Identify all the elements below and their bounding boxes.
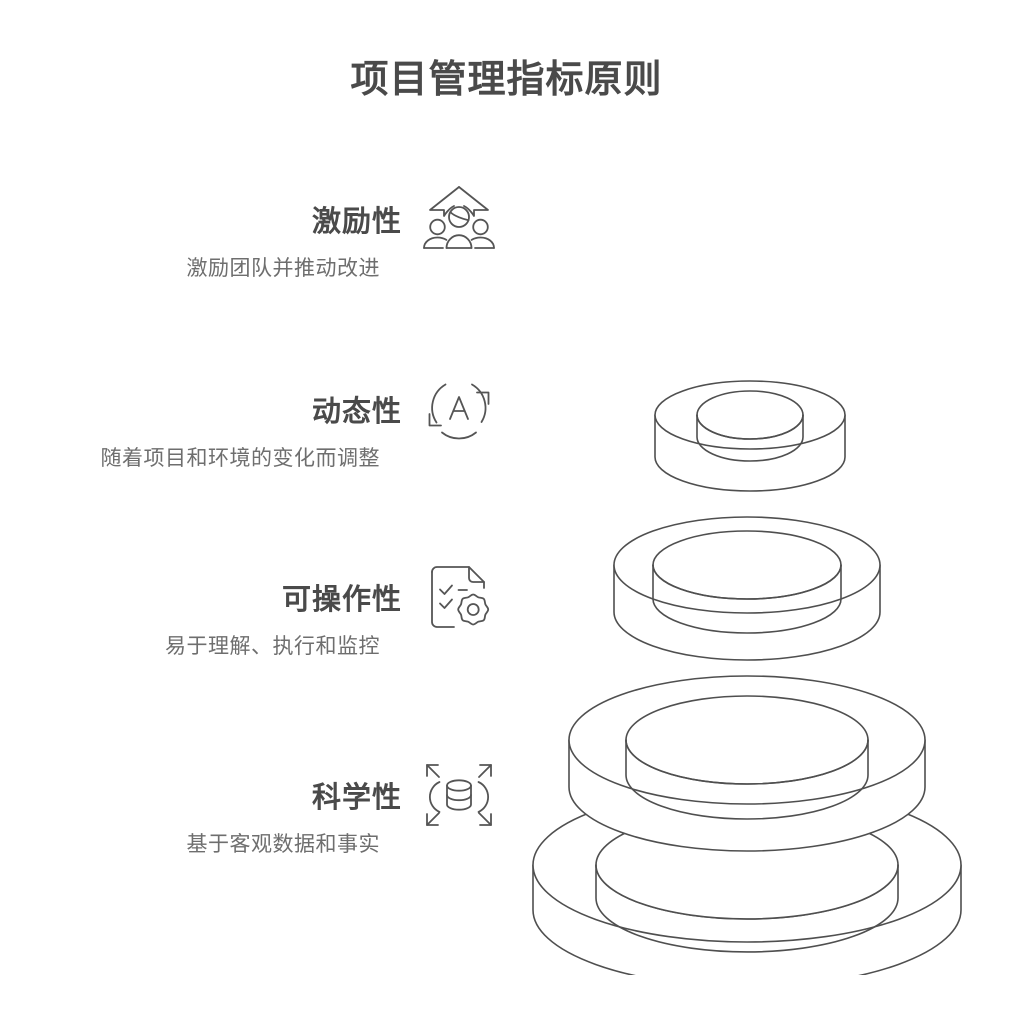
principle-description-1: 随着项目和环境的变化而调整 xyxy=(100,447,380,470)
principle-heading-0: 激励性 xyxy=(311,206,402,238)
principle-heading-1: 动态性 xyxy=(311,396,402,428)
principle-item-0[interactable]: 激励性 激励团队并推动改进 xyxy=(0,182,510,312)
ring-layer-1 xyxy=(654,380,846,492)
database-expand-icon xyxy=(426,764,492,826)
principle-heading-2: 可操作性 xyxy=(281,584,402,616)
page-title: 项目管理指标原则 xyxy=(350,59,663,101)
checklist-gear-icon xyxy=(431,566,490,628)
principle-description-0: 激励团队并推动改进 xyxy=(186,257,380,280)
stacked-rings-diagram xyxy=(500,175,1000,975)
principle-item-1[interactable]: 动态性 随着项目和环境的变化而调整 xyxy=(0,372,510,502)
ring-layer-3 xyxy=(568,675,926,852)
principle-heading-row: 激励性 xyxy=(0,182,510,256)
principle-heading-row: 科学性 xyxy=(0,758,510,832)
refresh-cycle-a-icon xyxy=(428,383,490,440)
principle-heading-row: 动态性 xyxy=(0,372,510,446)
principle-description-2: 易于理解、执行和监控 xyxy=(165,635,380,658)
ring-layer-2 xyxy=(613,516,881,661)
principle-description-3: 基于客观数据和事实 xyxy=(186,833,380,856)
principle-heading-3: 科学性 xyxy=(311,782,402,814)
team-growth-arrow-icon xyxy=(423,186,495,249)
principle-item-2[interactable]: 可操作性 易于理解、执行和监控 xyxy=(0,560,510,690)
principle-item-3[interactable]: 科学性 基于客观数据和事实 xyxy=(0,758,510,888)
principle-heading-row: 可操作性 xyxy=(0,560,510,634)
